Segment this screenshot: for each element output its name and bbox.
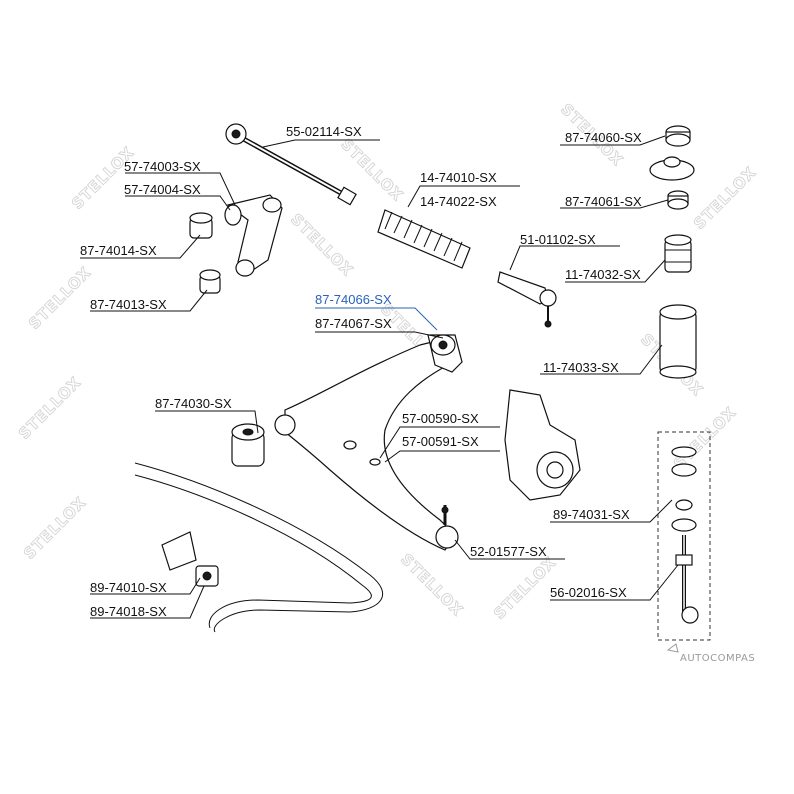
watermark-14: STELLOX: [690, 163, 760, 233]
stabilizer-bar: [134, 462, 383, 633]
watermark-13: STELLOX: [670, 403, 740, 473]
bushing-87-74013: [199, 269, 221, 294]
label-11-74032: 11-74032-SX: [565, 267, 641, 282]
strut-top-parts: [649, 125, 695, 210]
label-89-74031: 89-74031-SX: [553, 507, 630, 522]
watermark-9: STELLOX: [397, 550, 467, 620]
label-11-74033: 11-74033-SX: [543, 360, 619, 375]
steering-knuckle: [504, 389, 581, 501]
watermark-4: STELLOX: [20, 493, 90, 563]
watermark-3: STELLOX: [15, 373, 85, 443]
label-87-74060: 87-74060-SX: [565, 130, 642, 145]
watermark-6: STELLOX: [287, 210, 357, 280]
label-87-74013: 87-74013-SX: [90, 297, 167, 312]
autocompas-logo: AUTOCOMPAS: [666, 643, 755, 664]
label-14-74022: 14-74022-SX: [420, 194, 497, 209]
bushing-87-74066: [427, 334, 463, 373]
label-57-74004: 57-74004-SX: [124, 182, 201, 197]
label-87-74014: 87-74014-SX: [80, 243, 157, 258]
label-52-01577: 52-01577-SX: [470, 544, 547, 559]
label-51-01102: 51-01102-SX: [520, 232, 596, 247]
label-55-02114: 55-02114-SX: [286, 124, 362, 139]
bushing-87-74030: [231, 423, 265, 467]
bump-stop-11-74032: [664, 234, 692, 273]
lower-control-arm: [274, 339, 456, 551]
label-87-74030: 87-74030-SX: [155, 396, 232, 411]
ball-joint-52-01577: [435, 505, 459, 549]
upper-arm-57-74003: [224, 194, 283, 277]
label-57-00591: 57-00591-SX: [402, 434, 479, 449]
label-87-74067: 87-74067-SX: [315, 316, 392, 331]
stabilizer-bushing-89-74010: [161, 531, 219, 587]
watermark-1: STELLOX: [68, 143, 138, 213]
leader-lines: [80, 135, 679, 619]
label-57-00590: 57-00590-SX: [402, 411, 479, 426]
part-labels: 55-02114-SX 57-74003-SX 57-74004-SX 87-7…: [80, 124, 642, 619]
tie-rod-55-02114: [225, 123, 357, 206]
dust-boot-11-74033: [659, 304, 697, 379]
bushing-87-74014: [189, 212, 213, 239]
label-14-74010: 14-74010-SX: [420, 170, 497, 185]
tie-rod-end-51-01102: [497, 271, 557, 328]
label-89-74010: 89-74010-SX: [90, 580, 167, 595]
label-57-74003: 57-74003-SX: [124, 159, 201, 174]
label-89-74018: 89-74018-SX: [90, 604, 167, 619]
label-87-74061: 87-74061-SX: [565, 194, 642, 209]
brand-text: AUTOCOMPAS: [680, 653, 755, 664]
steering-boot-14-74010: [377, 209, 471, 269]
label-87-74066: 87-74066-SX: [315, 292, 392, 307]
label-56-02016: 56-02016-SX: [550, 585, 627, 600]
watermark-2: STELLOX: [25, 263, 95, 333]
compass-icon: [666, 643, 679, 653]
stabilizer-link-56-02016: [657, 431, 711, 641]
